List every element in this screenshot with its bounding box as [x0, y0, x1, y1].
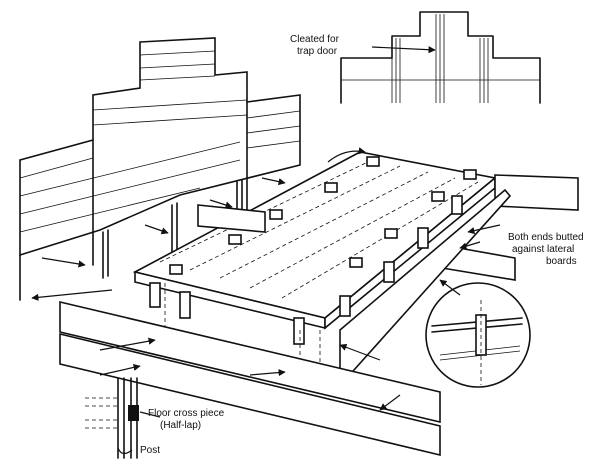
cleated-label-line2: trap door: [297, 46, 338, 57]
back-wall: [19, 37, 301, 301]
cross-piece-label-line1: Floor cross piece: [148, 408, 225, 419]
post-label: Post: [140, 445, 161, 456]
arrows: [31, 147, 501, 418]
floor-platform: [132, 151, 497, 372]
front-boards: [59, 300, 441, 457]
butted-label-line3: boards: [546, 256, 577, 267]
cleated-label-line1: Cleated for: [290, 34, 339, 45]
butted-label-line2: against lateral: [512, 244, 575, 255]
cross-piece-label-line2: (Half-lap): [160, 420, 202, 431]
post-detail: [85, 377, 139, 459]
lateral-boards: [197, 174, 579, 381]
trap-door-inset: [340, 11, 541, 104]
butted-label-line1: Both ends butted: [508, 232, 584, 243]
half-lap-detail-circle: [425, 282, 531, 388]
